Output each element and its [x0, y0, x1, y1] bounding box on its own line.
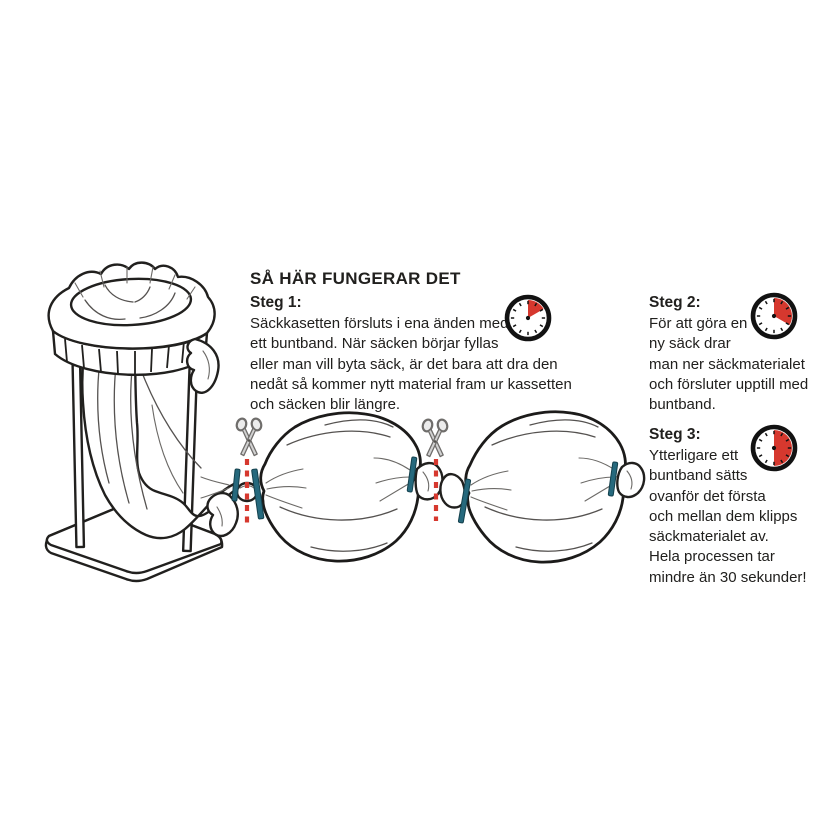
timer-clock-icon	[750, 424, 798, 472]
sack-system-illustration	[44, 261, 646, 583]
step-1-line: Säckkasetten försluts i ena änden med	[250, 315, 509, 332]
sack-stand	[44, 261, 239, 583]
step-1-section: Steg 1: Säckkasetten försluts i ena ände…	[250, 293, 572, 415]
step-3-line: säckmaterialet av.	[649, 528, 769, 546]
buntband-tie-1	[231, 468, 241, 502]
sack-2-tail-right	[616, 461, 646, 499]
cable-ties	[231, 456, 619, 524]
step-3-section: Steg 3: Ytterligare ett buntband sätts o…	[649, 425, 807, 588]
step-3-heading: Steg 3:	[649, 426, 701, 443]
step-3-line: och mellan dem klipps	[649, 507, 798, 525]
page-title: SÅ HÄR FUNGERAR DET	[250, 269, 461, 288]
step-1-line: och säcken blir längre.	[250, 396, 401, 414]
step-3-line: Hela processen tar	[649, 548, 775, 566]
step-1-line: ett buntband. När säcken börjar fyllas	[250, 335, 499, 353]
step-2-line: För att göra en	[649, 315, 748, 332]
step-3-line: mindre än 30 sekunder!	[649, 568, 807, 586]
step-2-line: buntband.	[649, 396, 716, 414]
step-3-line: ovanför det första	[649, 487, 766, 505]
timer-elapsed-wedge	[528, 300, 544, 318]
step-3-line: Ytterligare ett	[649, 447, 739, 464]
step-2-line: man ner säckmaterialet	[649, 355, 805, 373]
step-2-line: ny säck drar	[649, 335, 731, 353]
bag-cassette	[47, 261, 220, 394]
step-2-section: Steg 2: För att göra en ny säck drar man…	[649, 293, 808, 415]
buntband-tie-2	[251, 468, 265, 520]
scissors-icon-1	[234, 416, 264, 457]
step-1-heading: Steg 1:	[250, 294, 302, 311]
buntband-tie-4	[457, 478, 472, 524]
timer-clock-icon	[750, 292, 798, 340]
step-2-heading: Steg 2:	[649, 294, 701, 311]
timer-elapsed-wedge	[774, 430, 792, 466]
step-1-line: nedåt så kommer nytt material fram ur ka…	[250, 375, 572, 393]
sack-1-tail	[414, 461, 444, 501]
timer-clock-icon	[504, 294, 552, 342]
step-1-line: eller man vill byta säck, är det bara at…	[250, 355, 558, 373]
sack-2-tail-left	[439, 473, 466, 509]
bag-drape-fold	[186, 337, 220, 394]
step-2-line: och försluter upptill med	[649, 375, 809, 393]
tied-sack-1	[259, 411, 444, 563]
buntband-tie-5	[607, 461, 619, 497]
buntband-tie-3	[406, 456, 418, 493]
scissors-icon-2	[420, 417, 450, 458]
hanging-sack-material	[81, 323, 239, 540]
timer-elapsed-wedge	[774, 298, 793, 325]
step-3-line: buntband sätts	[649, 467, 748, 485]
